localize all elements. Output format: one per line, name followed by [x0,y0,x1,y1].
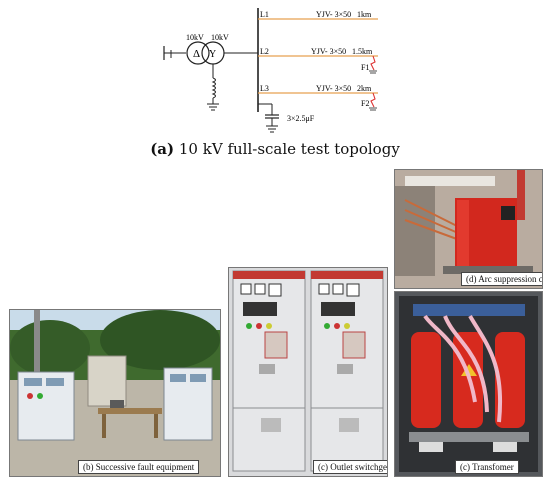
fault-f1-icon [370,55,376,71]
line-L1-name: L1 [260,10,269,19]
caption-letter: (a) [150,140,175,158]
source-left-kv: 10kV [186,33,204,42]
line-L2-length: 1.5km [352,47,373,56]
fault-f1-label: F1 [361,63,369,72]
transformer-image [395,292,542,476]
line-L3-length: 2km [357,84,372,93]
line-L3-name: L3 [260,84,269,93]
source-right-kv: 10kV [211,33,229,42]
label-b: (b) Successive fault equipment [78,460,200,474]
capacitor-label: 3×2.5μF [287,114,315,123]
line-L2-name: L2 [260,47,269,56]
switchgear-image [229,268,387,476]
line-L1-length: 1km [357,10,372,19]
fault-f2-label: F2 [361,99,369,108]
caption-text: 10 kV full-scale test topology [174,140,400,158]
line-L2-cable: YJV- 3×50 [311,47,346,56]
arc-suppression-coil-icon [211,77,216,99]
photo-transformer: (c) Transfomer [394,291,543,477]
label-d: (d) Arc suppression coil [461,272,542,286]
photo-arc-suppression-coil: (d) Arc suppression coil [394,169,543,289]
line-L3-cable: YJV- 3×50 [316,84,351,93]
arc-coil-image [395,170,542,288]
line-L1-cable: YJV- 3×50 [316,10,351,19]
label-c1: (c) Outlet switchgear [313,460,387,474]
fault-f2-icon [370,92,376,108]
delta-symbol: Δ [193,48,200,60]
outdoor-scene-image [10,310,220,476]
label-c2: (c) Transfomer [455,460,519,474]
topology-diagram: Δ Y 10kV 10kV L1 YJV- 3×50 1km L2 YJV- 3… [163,8,378,133]
wye-symbol: Y [209,49,216,60]
transformer-primary-winding [186,41,210,65]
photo-outlet-switchgear: (c) Outlet switchgear [228,267,388,477]
topology-caption: (a) 10 kV full-scale test topology [0,140,550,158]
photo-successive-fault-equipment: (b) Successive fault equipment [9,309,221,477]
